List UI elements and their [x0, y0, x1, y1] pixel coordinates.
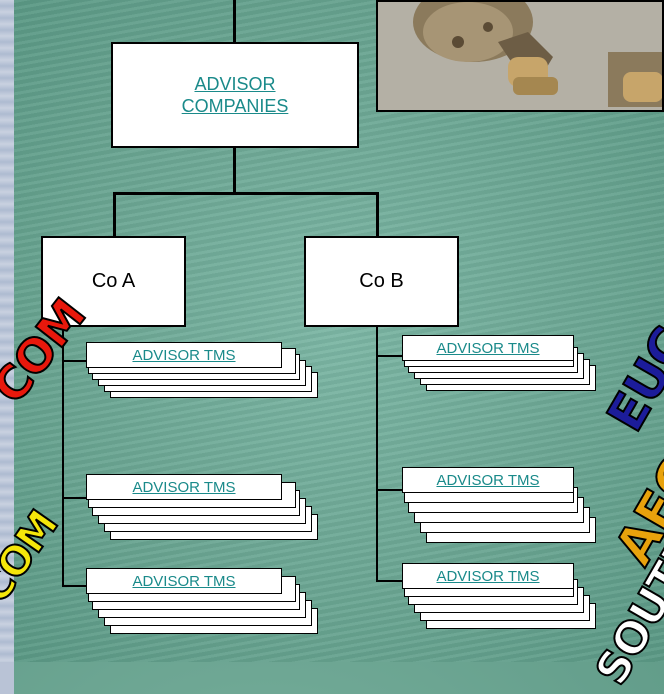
co-a-branch-3	[62, 585, 86, 587]
soldier-photo	[376, 0, 664, 112]
tms-stack-b2: ADVISOR TMS	[402, 467, 632, 543]
advisor-companies-link[interactable]: ADVISOR COMPANIES	[182, 73, 289, 117]
connector-mid	[233, 148, 236, 194]
advisor-tms-link[interactable]: ADVISOR TMS	[436, 567, 540, 585]
co-b-branch-2	[376, 489, 402, 491]
connector-right-down	[376, 192, 379, 236]
advisor-tms-link[interactable]: ADVISOR TMS	[436, 471, 540, 489]
co-b-branch-1	[376, 355, 402, 357]
company-label-a: Co A	[91, 270, 136, 292]
co-b-spine	[376, 325, 378, 582]
tms-stack-a3: ADVISOR TMS	[86, 568, 318, 638]
advisor-tms-link[interactable]: ADVISOR TMS	[132, 478, 236, 496]
co-a-spine	[62, 325, 64, 585]
company-box-a: Co A	[41, 236, 186, 327]
co-b-branch-3	[376, 580, 402, 582]
tms-stack-a2: ADVISOR TMS	[86, 474, 318, 544]
tms-stack-a1: ADVISOR TMS	[86, 342, 318, 412]
connector-top	[233, 0, 236, 42]
left-edge-strip	[0, 0, 14, 662]
company-label-b: Co B	[359, 270, 404, 292]
co-a-branch-1	[62, 360, 86, 362]
co-a-branch-2	[62, 497, 86, 499]
tms-stack-b3: ADVISOR TMS	[402, 563, 632, 633]
advisor-companies-box: ADVISOR COMPANIES	[111, 42, 359, 148]
advisor-tms-link[interactable]: ADVISOR TMS	[132, 346, 236, 364]
advisor-tms-link[interactable]: ADVISOR TMS	[132, 572, 236, 590]
advisor-companies-line1: ADVISOR	[194, 74, 276, 94]
tms-stack-b1: ADVISOR TMS	[402, 335, 632, 405]
advisor-tms-link[interactable]: ADVISOR TMS	[436, 339, 540, 357]
company-box-b: Co B	[304, 236, 459, 327]
connector-horizontal	[113, 192, 379, 195]
connector-left-down	[113, 192, 116, 236]
advisor-companies-line2: COMPANIES	[181, 96, 289, 116]
